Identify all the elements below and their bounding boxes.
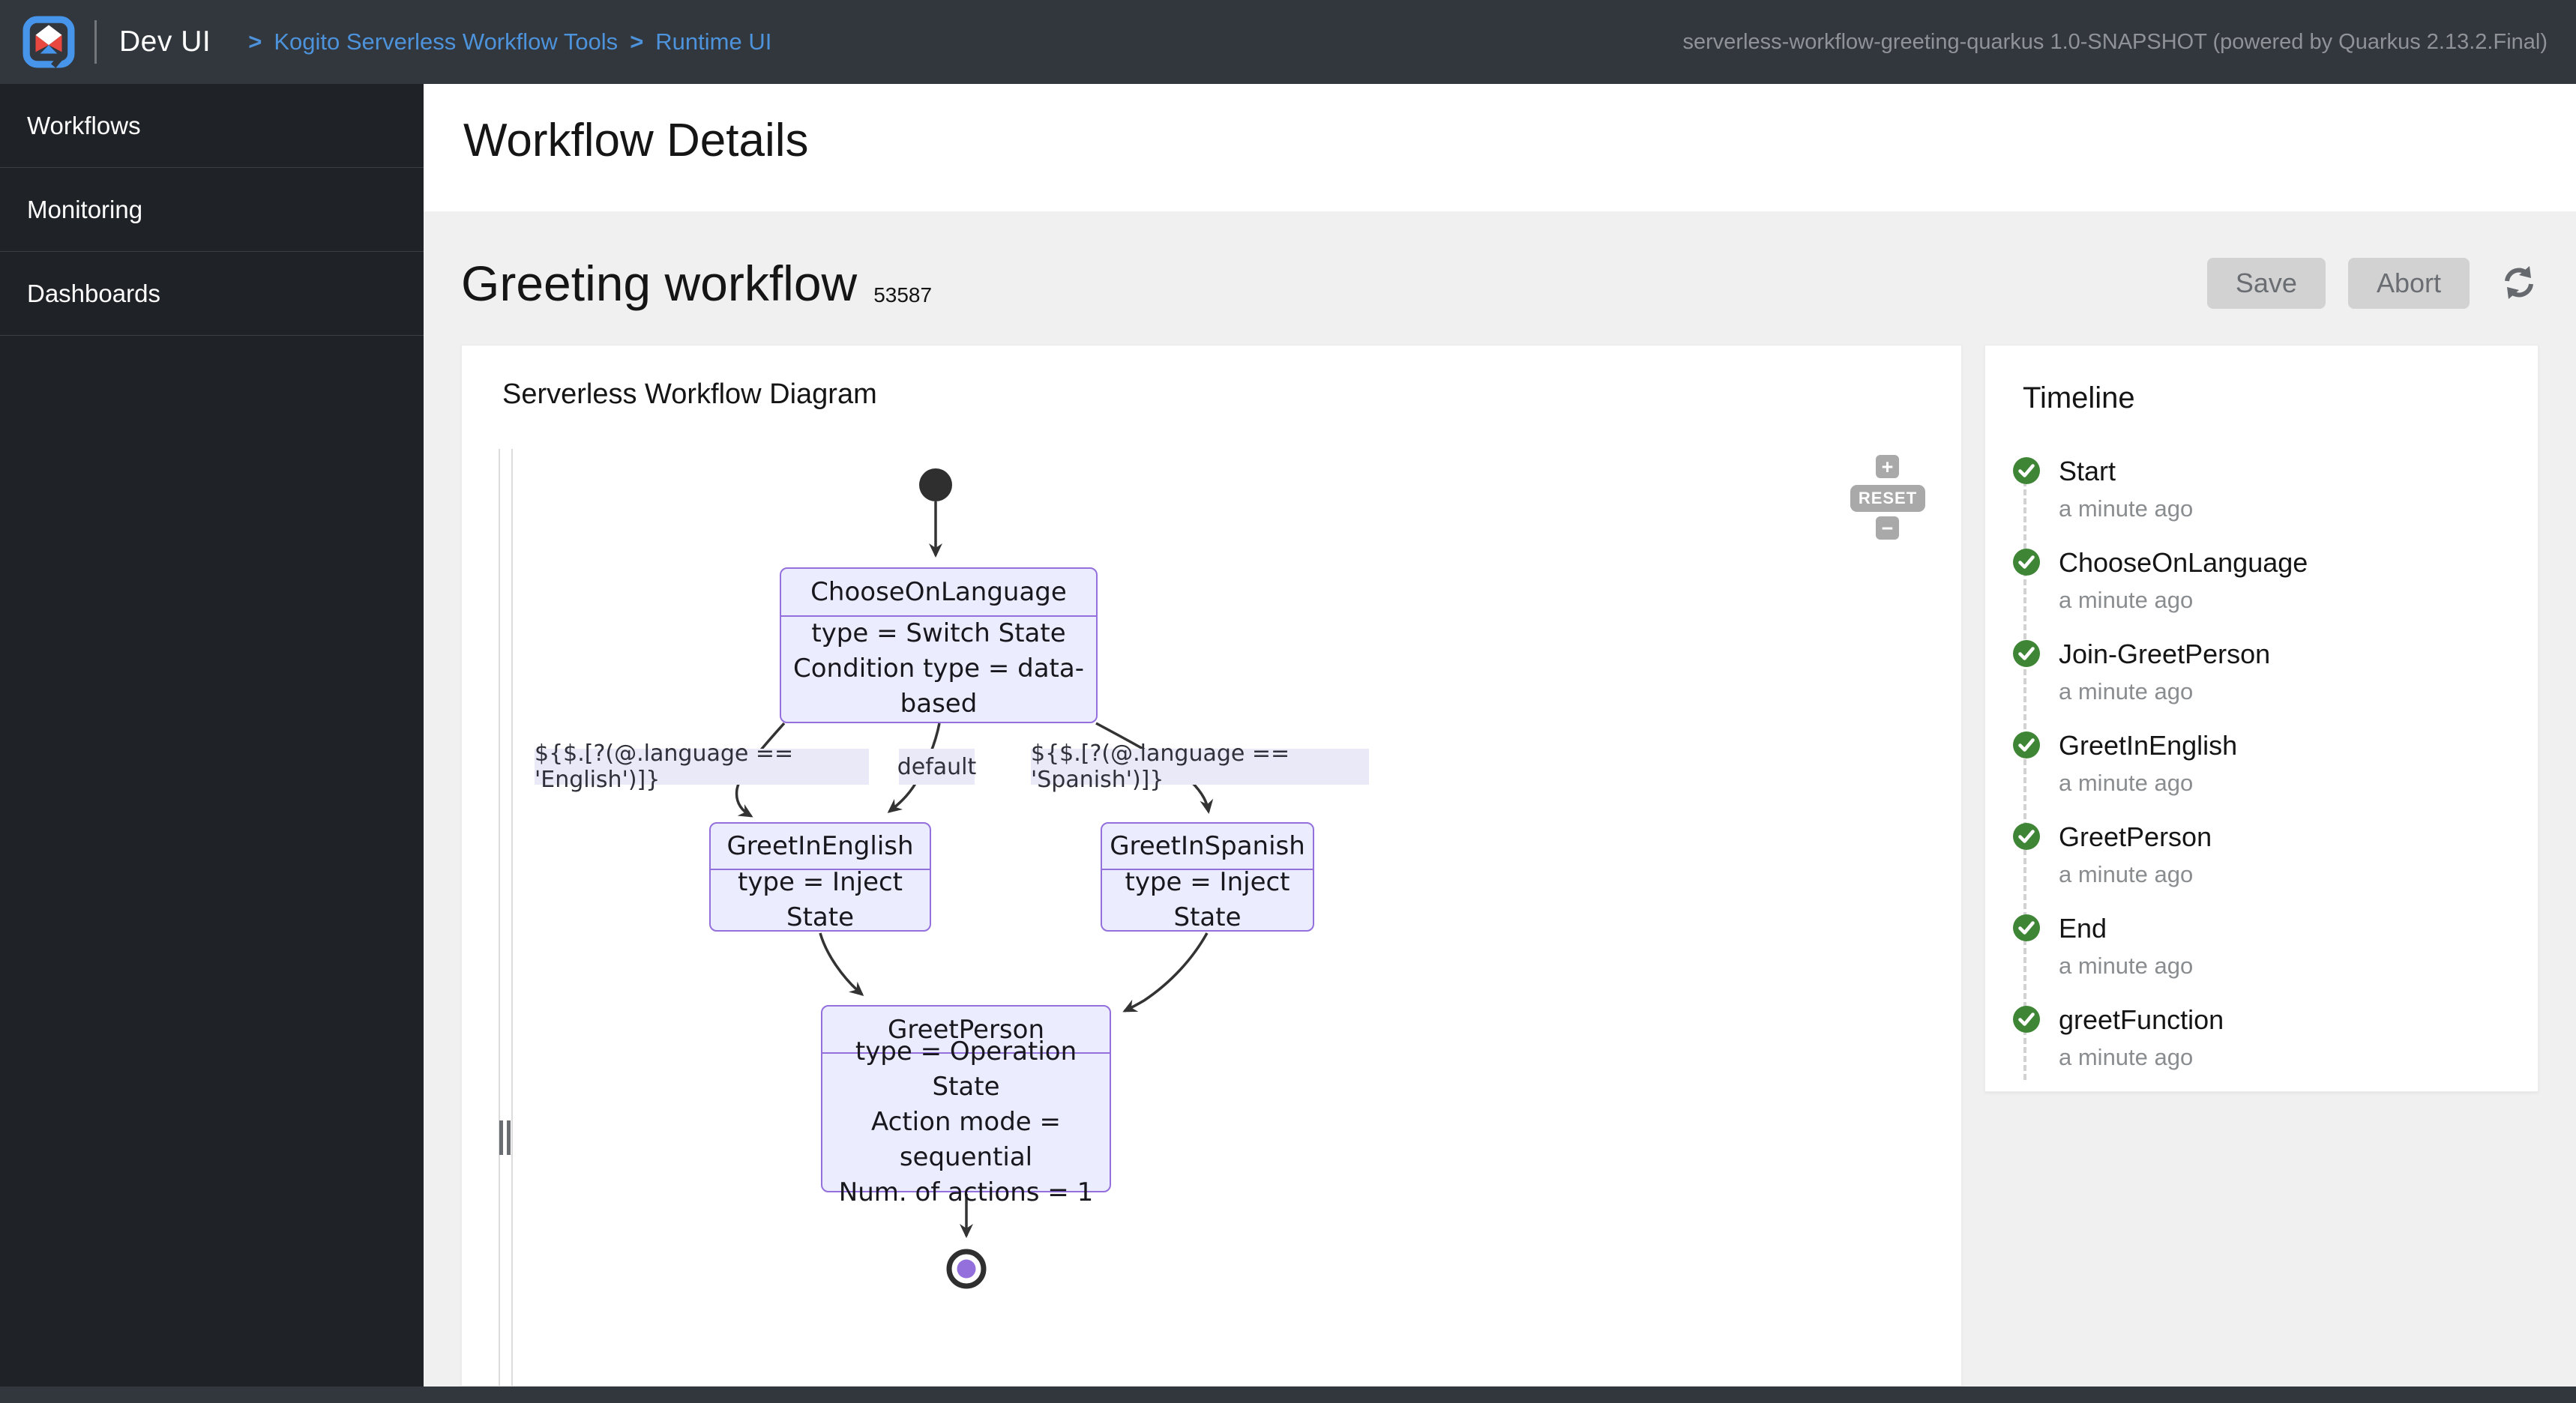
state-diagram: ChooseOnLanguage type = Switch State Con… (462, 346, 1961, 1386)
zoom-out-button[interactable]: − (1876, 516, 1899, 540)
workflow-actions: Save Abort (2206, 258, 2539, 309)
workflow-id: 53587 (873, 283, 933, 307)
workflow-header: Greeting workflow 53587 Save Abort (461, 255, 2539, 312)
main-content: Workflow Details Greeting workflow 53587… (424, 84, 2576, 1387)
timeline-item: greetFunction a minute ago (1985, 1005, 2538, 1096)
state-node-greetperson: GreetPerson type = Operation State Actio… (821, 1005, 1111, 1207)
check-circle-icon (2012, 1005, 2041, 1034)
breadcrumb-link-kogito-tools[interactable]: Kogito Serverless Workflow Tools (274, 28, 619, 55)
bottom-status-bar (0, 1387, 2576, 1403)
start-state-dot (919, 468, 952, 501)
timeline-connector-line (2023, 471, 2026, 1080)
diagram-resize-handle[interactable] (499, 1120, 511, 1155)
timeline-item: End a minute ago (1985, 914, 2538, 1005)
sidebar-item-dashboards[interactable]: Dashboards (0, 252, 424, 336)
check-circle-icon (2012, 456, 2041, 485)
topbar-divider (94, 20, 97, 64)
page-header: Workflow Details (424, 84, 2576, 211)
state-node-greetinspanish: GreetInSpanish type = Inject State (1101, 822, 1314, 932)
edge-label-spanish-condition: ${$.[?(@.language == 'Spanish')]} (1031, 740, 1369, 793)
timeline-title: Timeline (2023, 381, 2135, 414)
diagram-split-line (511, 449, 513, 1386)
top-bar: Dev UI > Kogito Serverless Workflow Tool… (0, 0, 2576, 84)
end-state-icon (946, 1249, 987, 1289)
timeline-item: ChooseOnLanguage a minute ago (1985, 548, 2538, 639)
app-version-info: serverless-workflow-greeting-quarkus 1.0… (1682, 29, 2548, 54)
timeline-item: GreetPerson a minute ago (1985, 822, 2538, 914)
check-circle-icon (2012, 914, 2041, 942)
refresh-icon (2505, 265, 2533, 299)
workflow-name: Greeting workflow (461, 256, 858, 311)
check-circle-icon (2012, 731, 2041, 759)
diagram-split-line (499, 449, 500, 1386)
refresh-button[interactable] (2500, 264, 2539, 303)
quarkus-logo-icon[interactable] (22, 16, 75, 68)
timeline-list: Start a minute ago ChooseOnLanguage a mi… (1985, 456, 2538, 1096)
breadcrumb-link-runtime-ui[interactable]: Runtime UI (655, 28, 772, 55)
zoom-reset-button[interactable]: RESET (1850, 485, 1925, 512)
chevron-right-icon: > (630, 28, 644, 55)
chevron-right-icon: > (248, 28, 262, 55)
save-button[interactable]: Save (2206, 258, 2326, 309)
edge-label-default: default (897, 749, 976, 785)
check-circle-icon (2012, 548, 2041, 576)
page-title: Workflow Details (463, 115, 809, 166)
check-circle-icon (2012, 639, 2041, 668)
sidebar-item-monitoring[interactable]: Monitoring (0, 168, 424, 252)
timeline-item: Start a minute ago (1985, 456, 2538, 548)
cards-row: Serverless Workflow Diagram + RESET − (461, 345, 2539, 1387)
timeline-panel: Timeline Start a minute ago (1984, 345, 2539, 1092)
sidebar-nav: Workflows Monitoring Dashboards (0, 84, 424, 1387)
timeline-item: GreetInEnglish a minute ago (1985, 731, 2538, 822)
abort-button[interactable]: Abort (2347, 258, 2470, 309)
sidebar-item-workflows[interactable]: Workflows (0, 84, 424, 168)
diagram-title: Serverless Workflow Diagram (502, 378, 877, 410)
timeline-item: Join-GreetPerson a minute ago (1985, 639, 2538, 731)
breadcrumb: > Kogito Serverless Workflow Tools > Run… (248, 28, 771, 55)
edge-label-english-condition: ${$.[?(@.language == 'English')]} (535, 740, 869, 793)
app-title: Dev UI (119, 25, 211, 58)
check-circle-icon (2012, 822, 2041, 851)
workflow-diagram-panel: Serverless Workflow Diagram + RESET − (461, 345, 1962, 1387)
state-node-greetinenglish: GreetInEnglish type = Inject State (709, 822, 931, 932)
zoom-in-button[interactable]: + (1876, 455, 1899, 478)
workflow-details-section: Greeting workflow 53587 Save Abort (424, 211, 2576, 1387)
state-node-chooseonlanguage: ChooseOnLanguage type = Switch State Con… (780, 567, 1098, 723)
